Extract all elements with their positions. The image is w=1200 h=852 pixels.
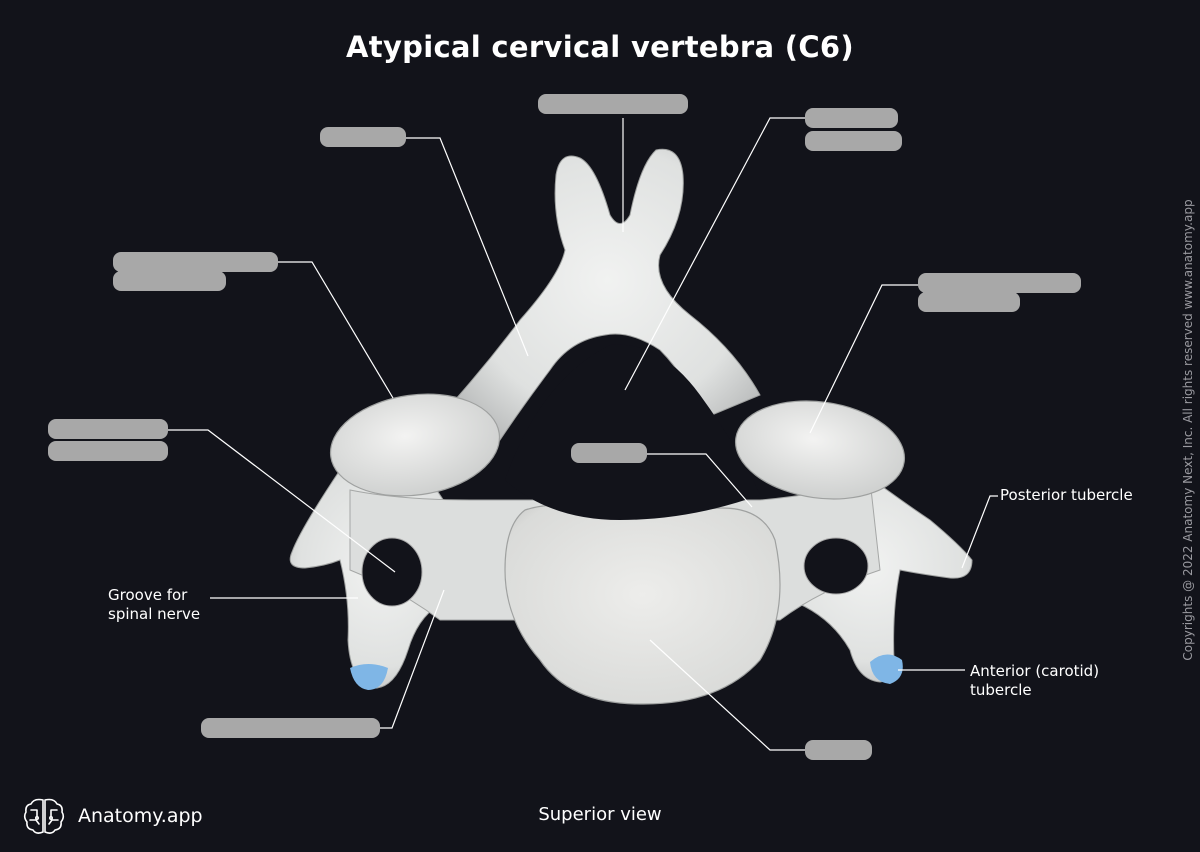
view-label: Superior view xyxy=(538,804,662,825)
left-anterior-tubercle-highlight xyxy=(350,664,388,690)
label-groove-line2: spinal nerve xyxy=(108,605,201,623)
left-transverse-foramen xyxy=(361,537,423,607)
left-superior-articular-facet xyxy=(329,393,501,497)
blank-label-spinous-process xyxy=(538,94,688,114)
brand-name: Anatomy.app xyxy=(78,805,203,827)
brand-logo[interactable]: Anatomy.app xyxy=(22,796,203,836)
blank-label-transverse-foramen-line1 xyxy=(48,419,168,439)
diagram-title: Atypical cervical vertebra (C6) xyxy=(346,30,854,64)
blank-label-vertebral-foramen-line2 xyxy=(805,131,902,151)
label-groove-line1: Groove for xyxy=(108,586,188,604)
blank-label-transverse-process xyxy=(201,718,380,738)
brain-icon xyxy=(23,798,65,834)
label-anterior-line1: Anterior (carotid) xyxy=(970,662,1100,680)
label-anterior-line2: tubercle xyxy=(970,681,1032,699)
blank-label-transverse-foramen-line2 xyxy=(48,441,168,461)
blank-label-superior-articular-right-line2 xyxy=(918,292,1020,312)
right-anterior-tubercle-highlight xyxy=(870,654,903,684)
vertebral-arch xyxy=(454,148,761,441)
label-posterior-tubercle: Posterior tubercle xyxy=(1000,486,1133,504)
blank-label-vertebral-foramen-line1 xyxy=(805,108,898,128)
blank-label-superior-articular-left-line2 xyxy=(113,271,226,291)
right-superior-articular-facet xyxy=(734,400,906,500)
blank-label-pedicle xyxy=(571,443,647,463)
blank-label-superior-articular-left-line1 xyxy=(113,252,278,272)
vertebral-foramen xyxy=(505,344,760,520)
blank-label-superior-articular-right-line1 xyxy=(918,273,1081,293)
copyright-notice: Copyrights @ 2022 Anatomy Next, Inc. All… xyxy=(1181,199,1195,661)
blank-label-lamina xyxy=(320,127,406,147)
blank-label-vertebral-body xyxy=(805,740,872,760)
right-transverse-foramen xyxy=(803,537,869,595)
